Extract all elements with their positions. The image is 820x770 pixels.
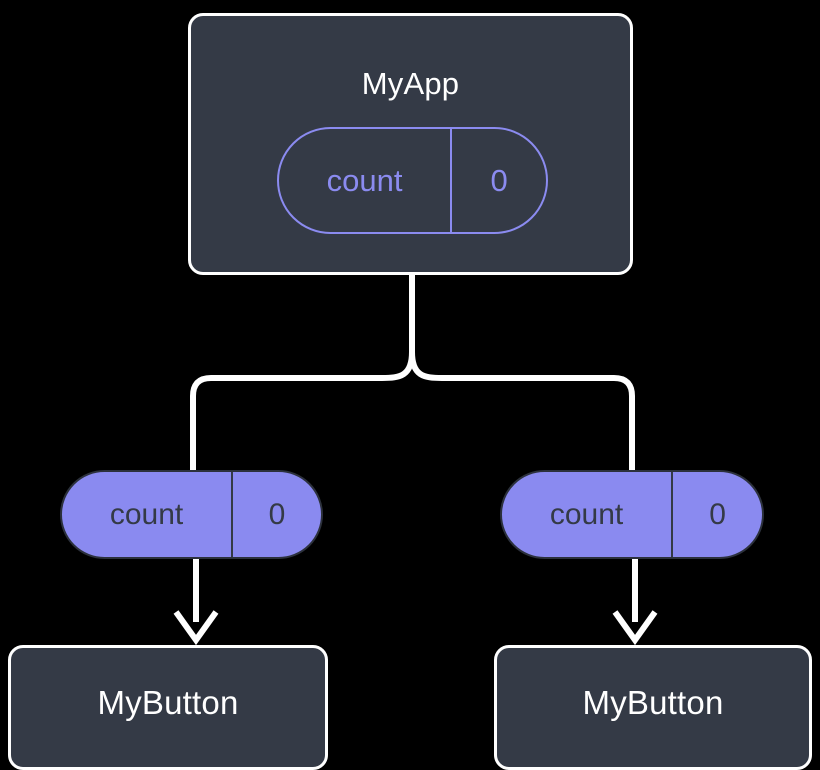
component-title-mybutton: MyButton xyxy=(97,684,239,721)
state-pill-branch-left[interactable]: count 0 xyxy=(60,470,323,559)
component-node-mybutton-right[interactable]: MyButton xyxy=(494,645,812,770)
state-pill-key: count xyxy=(326,163,403,198)
state-pill-value: 0 xyxy=(450,129,546,232)
connector-branch-left xyxy=(190,351,415,470)
state-pill-key: count xyxy=(549,497,624,531)
state-pill-key: count xyxy=(109,497,184,531)
component-title-myapp: MyApp xyxy=(361,66,460,101)
component-title-mybutton: MyButton xyxy=(582,684,724,721)
state-pill-value: 0 xyxy=(671,472,762,557)
component-node-mybutton-left[interactable]: MyButton xyxy=(8,645,328,770)
arrow-right-head-icon xyxy=(612,610,658,646)
state-pill-myapp[interactable]: count 0 xyxy=(277,127,548,234)
connector-branch-right xyxy=(409,351,635,470)
arrow-left-head-icon xyxy=(173,610,219,646)
state-pill-branch-right[interactable]: count 0 xyxy=(500,470,764,559)
state-pill-value: 0 xyxy=(231,472,321,557)
